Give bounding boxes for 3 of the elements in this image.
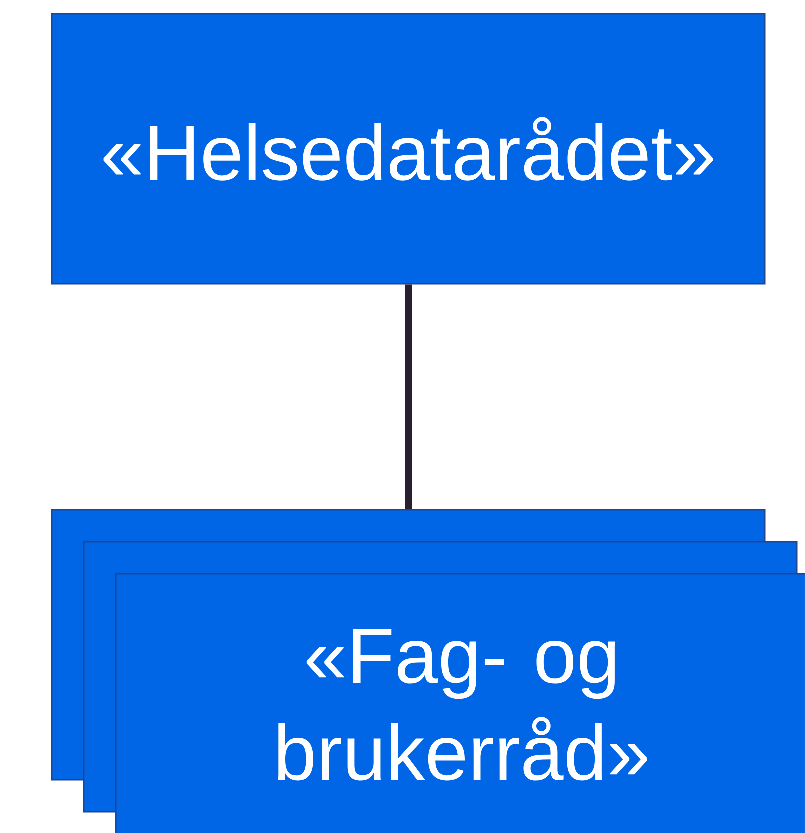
connector-line <box>405 284 412 510</box>
org-box: «Helsedatarådet» <box>51 13 766 285</box>
org-box: «Fag- og brukerråd» <box>115 573 805 833</box>
